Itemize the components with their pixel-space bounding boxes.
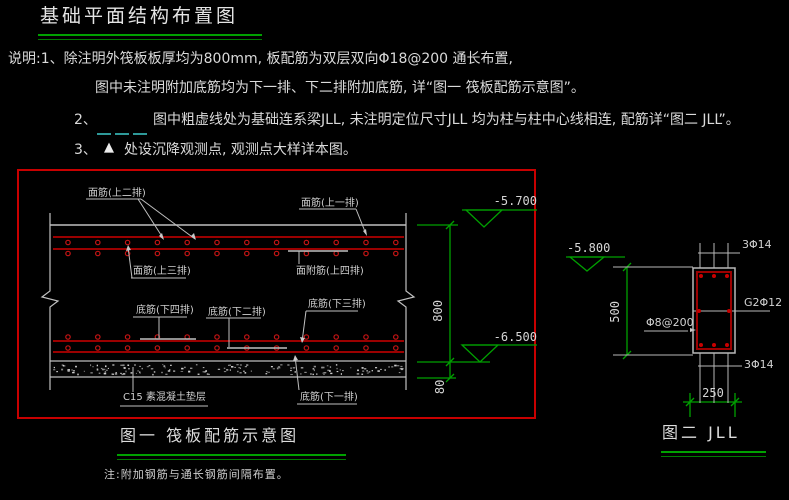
note-line-2: 图中粗虚线处为基础连系梁JLL, 未注明定位尺寸JLL 均为柱与柱中心线相连, … — [153, 112, 740, 128]
label-top-rebar-row4: 面附筋(上四排) — [296, 266, 364, 277]
note1-text: 除注明外筏板板厚均为800mm, 板配筋为双层双向Φ18@200 通长布置, — [63, 51, 513, 67]
thick-dashed-line-legend — [97, 120, 153, 135]
figure1-red-border — [17, 169, 536, 419]
beam-rebar-dots — [697, 274, 731, 347]
figure1-caption: 图一 筏板配筋示意图 — [120, 426, 300, 445]
figure1-caption-underline — [117, 454, 346, 460]
label-beam-stirrups: Φ8@200 — [646, 316, 694, 329]
label-top-rebar-row1: 面筋(上一排) — [301, 198, 359, 209]
settlement-point-marker: ▲ — [104, 140, 114, 155]
drawing-title: 基础平面结构布置图 — [40, 5, 239, 27]
note3-number: 3、 — [74, 142, 97, 158]
note-line-1-continued: 图中未注明附加底筋均为下一排、下二排附加底筋, 详“图一 筏板配筋示意图”。 — [95, 80, 585, 96]
beam-width-dimension: 250 — [702, 386, 724, 400]
label-concrete-cushion: C15 素混凝土垫层 — [123, 392, 206, 403]
figure1-note: 注:附加钢筋与通长钢筋间隔布置。 — [104, 468, 289, 481]
note-line-3: 处设沉降观测点, 观测点大样详本图。 — [124, 142, 357, 158]
concrete-speckles — [53, 364, 404, 376]
elevation-top-value: -5.700 — [493, 194, 537, 208]
note1-prefix: 说明:1、 — [8, 51, 64, 67]
stirrup-outline — [696, 271, 732, 350]
elevation-bottom-value: -6.500 — [493, 330, 537, 344]
cushion-thickness-dimension: 80 — [433, 379, 448, 395]
label-bottom-rebar-row2: 底筋(下二排) — [208, 307, 266, 318]
leader-lines — [86, 198, 367, 407]
label-top-rebar-row2: 面筋(上二排) — [88, 188, 146, 199]
beam-elevation-value: -5.800 — [567, 241, 611, 255]
figure2-caption-underline — [661, 451, 766, 457]
label-beam-bottom-bars: 3Φ14 — [744, 358, 774, 371]
label-bottom-rebar-row3: 底筋(下三排) — [308, 299, 366, 310]
slab-outline — [40, 213, 416, 390]
label-bottom-rebar-row4: 底筋(下四排) — [136, 305, 194, 316]
title-underline — [38, 34, 262, 40]
rebar-cross-sections — [65, 239, 399, 351]
label-beam-top-bars: 3Φ14 — [742, 238, 772, 251]
beam-height-dimension: 500 — [608, 301, 623, 323]
slab-thickness-dimension: 800 — [431, 300, 446, 322]
leader-arrowheads — [126, 229, 696, 361]
figure2-caption: 图二 JLL — [662, 423, 740, 442]
note-line-1: 说明:1、除注明外筏板板厚均为800mm, 板配筋为双层双向Φ18@200 通长… — [8, 51, 513, 67]
note2-number: 2、 — [74, 112, 97, 128]
label-bottom-rebar-row1: 底筋(下一排) — [300, 392, 358, 403]
label-beam-waist-bars: G2Φ12 — [744, 296, 783, 309]
figure1-dimensions — [417, 209, 537, 383]
label-top-rebar-row3: 面筋(上三排) — [133, 266, 191, 277]
